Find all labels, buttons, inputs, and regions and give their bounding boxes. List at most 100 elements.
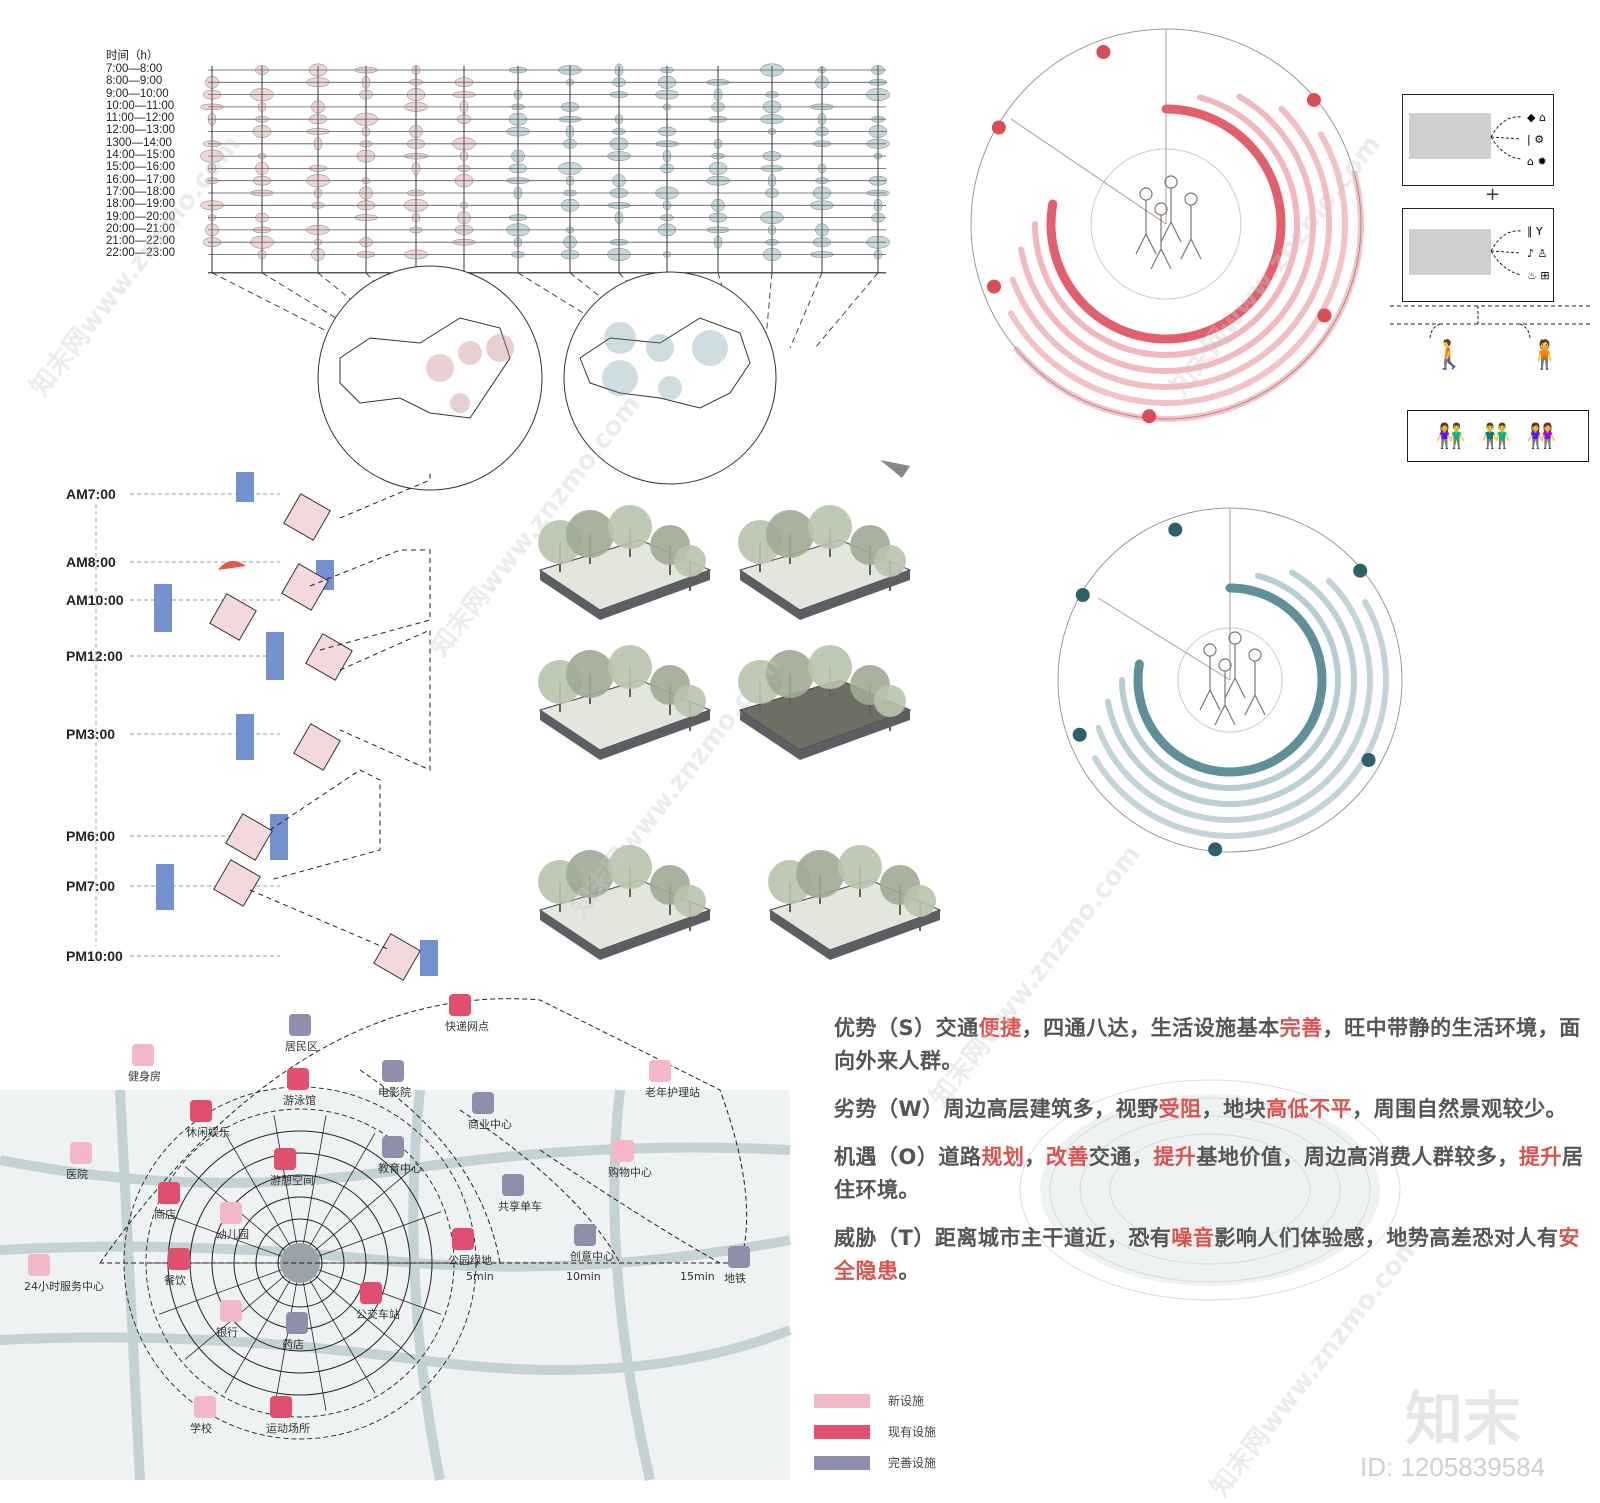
service-spoke xyxy=(315,1275,416,1360)
swot-strength: 优势（S）交通便捷，四通八达，生活设施基本完善，旺中带静的生活环境，面向外来人群… xyxy=(834,1016,1581,1073)
poi-icon xyxy=(220,1300,242,1322)
usage-arc xyxy=(1091,599,1389,839)
region-outline-left xyxy=(339,317,511,419)
service-spoke xyxy=(309,1280,376,1394)
projection-lines xyxy=(211,272,879,349)
axis-line xyxy=(1097,597,1231,681)
time-usage-bubble xyxy=(765,91,779,98)
time-usage-bubble xyxy=(765,188,779,198)
time-usage-bubble xyxy=(311,202,325,209)
tree-canopy xyxy=(874,685,906,717)
poi-label: 创意中心 xyxy=(570,1250,614,1263)
time-usage-bubble xyxy=(454,225,474,235)
projection-line xyxy=(211,272,361,349)
person-body xyxy=(1160,188,1182,243)
poi-icon xyxy=(194,1396,216,1418)
time-usage-bubble xyxy=(607,151,631,161)
time-row-label: 14:00—15:00 xyxy=(106,149,176,162)
time-usage-bubble xyxy=(255,115,269,123)
time-marker-dot xyxy=(1208,842,1223,857)
poi-label: 运动场所 xyxy=(266,1422,310,1435)
time-usage-bubble xyxy=(614,114,624,125)
tree-canopy xyxy=(674,545,706,577)
service-spoke xyxy=(315,1166,416,1251)
time-usage-bubble xyxy=(558,115,582,123)
person-head xyxy=(1248,648,1262,662)
life-circle-map: 快递网点居民区健身房游泳馆电影院老年护理站休闲娱乐商业中心医院游憩空间教育中心购… xyxy=(0,994,800,1482)
time-table-grid xyxy=(200,63,890,491)
time-usage-bubble xyxy=(612,128,626,135)
time-usage-bubble xyxy=(614,63,624,77)
traveler-icon-box: 🚶 xyxy=(1428,338,1470,378)
time-usage-bubble xyxy=(609,91,629,98)
park-block-side xyxy=(770,910,940,960)
time-usage-bubble xyxy=(565,175,575,186)
time-usage-bubble xyxy=(200,149,224,163)
time-marker-dot xyxy=(987,279,1002,294)
time-usage-bubble xyxy=(409,125,423,138)
poi-icon xyxy=(287,1068,309,1090)
time-usage-bubble xyxy=(560,198,580,212)
time-table-header: 时间（h） xyxy=(106,50,159,62)
time-usage-bubble xyxy=(406,189,426,197)
region-hotspot-teal xyxy=(602,360,638,396)
axis-line xyxy=(1010,118,1167,225)
poi-icon xyxy=(612,1140,634,1162)
time-usage-bubble xyxy=(871,65,885,75)
time-usage-bubble xyxy=(457,211,471,225)
park-block-side xyxy=(740,710,910,760)
branch-lines: ◆ ⌂ | ⚙ ⌂ ✹ xyxy=(1490,111,1547,168)
poi-icon xyxy=(270,1396,292,1418)
region-hotspot-pink xyxy=(458,341,482,365)
poi-label: 商店 xyxy=(154,1208,176,1221)
time-usage-bubble xyxy=(454,77,474,88)
poi-icon xyxy=(449,994,471,1016)
legend-swatch xyxy=(814,1393,870,1408)
time-usage-bubble xyxy=(563,235,577,249)
tree-canopy xyxy=(838,845,882,889)
park-block-side xyxy=(540,910,710,960)
schedule-time-label: AM10:00 xyxy=(66,592,124,608)
poi-label: 居民区 xyxy=(285,1040,318,1053)
poi-label: 公交车站 xyxy=(356,1308,400,1321)
legend-label: 完善设施 xyxy=(888,1456,937,1470)
time-usage-bubble xyxy=(662,200,672,211)
time-usage-bubble xyxy=(205,75,219,89)
tree-canopy xyxy=(808,645,852,689)
time-usage-bubble xyxy=(255,65,269,75)
time-usage-bubble xyxy=(311,248,325,261)
poi-label: 共享单车 xyxy=(498,1200,542,1213)
person-head xyxy=(1184,192,1198,206)
time-usage-bubble xyxy=(871,212,885,223)
time-row-label: 7:00—8:00 xyxy=(106,63,163,75)
poi-label: 健身房 xyxy=(128,1070,161,1083)
service-spoke xyxy=(309,1132,376,1246)
time-usage-bubble xyxy=(308,114,328,125)
time-marker-dot xyxy=(991,120,1006,135)
time-usage-bubble xyxy=(511,251,525,258)
legend-label: 现有设施 xyxy=(888,1425,937,1439)
time-usage-bubble xyxy=(354,112,378,126)
ring-time-label: 15min xyxy=(680,1270,715,1283)
projection-line xyxy=(517,272,641,349)
time-row-label: 21:00—22:00 xyxy=(106,235,176,248)
time-usage-bubble xyxy=(655,186,679,200)
service-spoke xyxy=(318,1211,442,1257)
legend-label: 新设施 xyxy=(888,1394,925,1408)
time-usage-bubble xyxy=(361,177,371,184)
time-usage-bubble xyxy=(257,249,267,260)
time-usage-bubble xyxy=(609,188,629,198)
svg-text:♪ ♙: ♪ ♙ xyxy=(1527,247,1547,260)
time-usage-bubble xyxy=(762,248,782,261)
time-usage-bubble xyxy=(252,226,272,234)
time-usage-bubble xyxy=(655,89,679,100)
usage-arc xyxy=(1018,93,1316,374)
time-usage-bubble xyxy=(250,88,274,102)
time-usage-bubble xyxy=(810,200,834,211)
activity-bar xyxy=(236,472,254,502)
schedule-time-label: AM7:00 xyxy=(66,486,116,502)
poi-icon xyxy=(220,1202,242,1224)
map-road xyxy=(609,1089,655,1482)
time-usage-bubble xyxy=(200,200,224,211)
tree-canopy xyxy=(796,850,844,898)
